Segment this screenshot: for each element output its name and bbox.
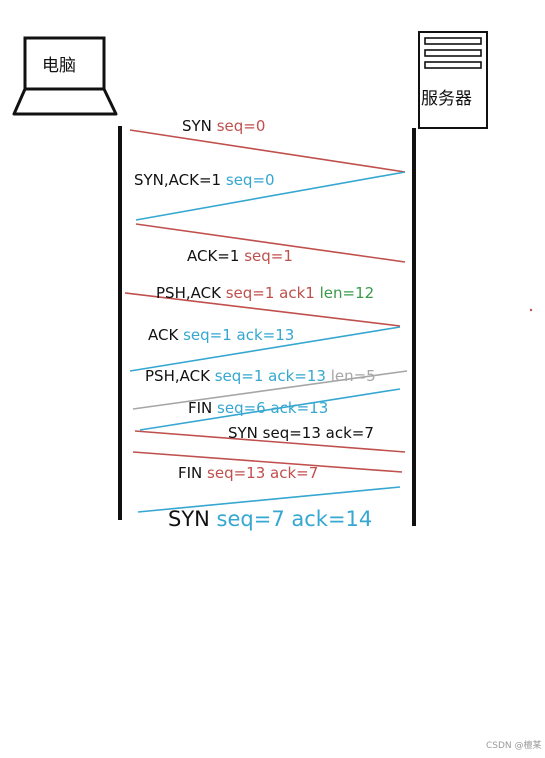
laptop-icon: [12, 36, 118, 116]
message-label-part: seq=13 ack=7: [207, 464, 319, 482]
message-label-3: ACK=1 seq=1: [187, 247, 293, 265]
message-label-6: PSH,ACK seq=1 ack=13 len=5: [145, 367, 376, 385]
message-label-5: ACK seq=1 ack=13: [148, 326, 294, 344]
message-label-part: len=5: [330, 367, 376, 385]
message-label-2: SYN,ACK=1 seq=0: [134, 171, 275, 189]
message-label-4: PSH,ACK seq=1 ack1 len=12: [156, 284, 374, 302]
message-label-part: SYN: [182, 117, 217, 135]
message-line-2: [135, 171, 406, 221]
message-label-part: seq=0: [216, 117, 266, 135]
message-lines: [124, 129, 408, 513]
message-label-part: PSH,ACK: [145, 367, 215, 385]
message-label-part: PSH,ACK: [156, 284, 226, 302]
message-label-part: seq=1 ack1: [225, 284, 320, 302]
message-label-part: FIN: [178, 464, 208, 482]
message-label-part: seq=1 ack=13: [214, 367, 331, 385]
message-label-part: SYN: [168, 507, 217, 531]
message-label-part: seq=1 ack=13: [183, 326, 295, 344]
message-label-part: FIN: [188, 399, 218, 417]
message-line-10: [137, 486, 401, 513]
message-line-1: [129, 129, 406, 173]
message-line-6: [132, 370, 408, 410]
message-line-4: [124, 292, 401, 327]
message-label-part: len=12: [319, 284, 375, 302]
message-line-5: [129, 326, 401, 372]
message-label-part: seq=0: [225, 171, 275, 189]
message-line-9: [132, 451, 403, 473]
message-label-10: SYN seq=7 ack=14: [168, 507, 372, 531]
server-label: 服务器: [421, 89, 472, 109]
message-label-part: seq=6 ack=13: [217, 399, 329, 417]
message-label-part: ACK=1: [187, 247, 245, 265]
stray-dot: [529, 308, 533, 312]
message-label-part: SYN seq=13 ack=7: [228, 424, 374, 442]
message-label-part: SYN,ACK=1: [134, 171, 226, 189]
message-label-part: seq=1: [244, 247, 293, 265]
message-line-3: [135, 223, 406, 263]
message-line-7: [139, 388, 401, 431]
message-label-1: SYN seq=0: [182, 117, 265, 135]
client-label: 电脑: [42, 56, 76, 76]
watermark: CSDN @檀某: [486, 741, 542, 751]
message-label-9: FIN seq=13 ack=7: [178, 464, 318, 482]
message-label-7: FIN seq=6 ack=13: [188, 399, 328, 417]
message-label-part: ACK: [148, 326, 184, 344]
message-line-8: [134, 430, 406, 453]
message-label-8: SYN seq=13 ack=7: [228, 424, 374, 442]
message-label-part: seq=7 ack=14: [216, 507, 373, 531]
server-icon: [418, 31, 488, 129]
